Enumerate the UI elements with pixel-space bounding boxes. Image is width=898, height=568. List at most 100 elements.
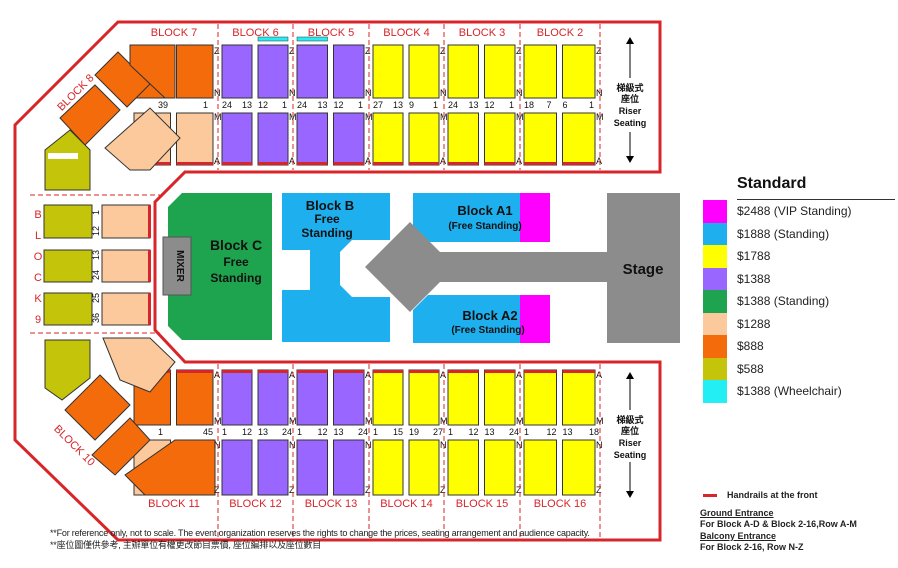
- block-11-corner-section[interactable]: [124, 439, 216, 496]
- seat-block-5[interactable]: [296, 36, 365, 166]
- seat-section[interactable]: [523, 439, 557, 496]
- seat-section[interactable]: [484, 439, 516, 496]
- riser-zh2: 座位: [620, 93, 639, 104]
- block-9-label-letter: K: [34, 293, 42, 305]
- block-9-section[interactable]: [43, 204, 93, 239]
- handrail: [448, 370, 479, 373]
- block-c[interactable]: Block C Free Standing: [168, 193, 272, 340]
- seat-section[interactable]: [408, 44, 440, 99]
- row-letter: A: [365, 156, 371, 166]
- seat-block-4[interactable]: [372, 44, 440, 166]
- seat-section[interactable]: [176, 369, 214, 426]
- block-8-section[interactable]: [44, 129, 91, 191]
- row-letter: A: [596, 156, 602, 166]
- seat-section[interactable]: [562, 44, 596, 99]
- block-10-section[interactable]: [44, 339, 91, 401]
- seat-section[interactable]: [408, 439, 440, 496]
- block-9-section[interactable]: [101, 204, 151, 239]
- seat-section[interactable]: [296, 439, 328, 496]
- price-legend: Standard $2488 (VIP Standing)$1888 (Stan…: [700, 175, 895, 403]
- seat-section[interactable]: [372, 369, 404, 426]
- seat-section[interactable]: [257, 369, 289, 426]
- block-a2[interactable]: Block A2 (Free Standing): [413, 295, 550, 343]
- seat-number: 24: [448, 100, 458, 110]
- seat-section[interactable]: [296, 369, 328, 426]
- seat-section[interactable]: [447, 112, 479, 166]
- seat-section[interactable]: [408, 112, 440, 166]
- seat-section[interactable]: [408, 369, 440, 426]
- seat-block-3[interactable]: [447, 44, 516, 166]
- seat-section[interactable]: [372, 439, 404, 496]
- seat-section[interactable]: [562, 439, 596, 496]
- row-letter: N: [440, 440, 447, 450]
- seat-number: 1: [448, 427, 453, 437]
- seat-section[interactable]: [447, 439, 479, 496]
- seat-section[interactable]: [372, 112, 404, 166]
- seat-section[interactable]: [296, 44, 328, 99]
- wheelchair-area[interactable]: [257, 36, 289, 42]
- seat-block-12[interactable]: [221, 369, 289, 496]
- seat-section[interactable]: [221, 44, 253, 99]
- seat-section[interactable]: [523, 369, 557, 426]
- row-letter: A: [214, 370, 220, 380]
- seat-section[interactable]: [447, 369, 479, 426]
- row-letter: N: [596, 440, 603, 450]
- block-8-section[interactable]: [104, 107, 181, 171]
- block-9-section[interactable]: [101, 292, 151, 326]
- seat-section[interactable]: [562, 369, 596, 426]
- row-letter: A: [289, 370, 295, 380]
- block-9-section[interactable]: [43, 249, 93, 283]
- block-a1[interactable]: Block A1 (Free Standing): [413, 193, 550, 242]
- seat-section[interactable]: [296, 112, 328, 166]
- seat-block-15[interactable]: [447, 369, 516, 496]
- row-letter: Z: [596, 485, 602, 495]
- seat-section[interactable]: [333, 439, 365, 496]
- block-10-section[interactable]: [64, 374, 131, 441]
- row-letter: Z: [214, 46, 220, 56]
- seat-section[interactable]: [484, 44, 516, 99]
- seat-block-6[interactable]: [221, 36, 289, 166]
- seat-section[interactable]: [372, 44, 404, 99]
- seat-section[interactable]: [562, 112, 596, 166]
- seat-section[interactable]: [257, 112, 289, 166]
- seat-block-labels: BLOCK 141151927AMNZ: [373, 370, 448, 510]
- seat-section[interactable]: [523, 44, 557, 99]
- seat-section[interactable]: [484, 369, 516, 426]
- seat-block-13[interactable]: [296, 369, 365, 496]
- disclaimer-en: **For reference only, not to scale. The …: [50, 528, 590, 538]
- seat-section[interactable]: [333, 369, 365, 426]
- seat-block-2[interactable]: [523, 44, 596, 166]
- handrail: [524, 370, 557, 373]
- seat-section[interactable]: [447, 44, 479, 99]
- seat-section[interactable]: [221, 112, 253, 166]
- seat-section[interactable]: [257, 439, 289, 496]
- row-letter: N: [440, 88, 447, 98]
- block-b[interactable]: Block B Free Standing: [282, 193, 390, 342]
- legend-title: Standard: [737, 175, 895, 200]
- row-letter: A: [214, 156, 220, 166]
- block-label: BLOCK 14: [380, 498, 433, 510]
- block-10-section[interactable]: [91, 417, 151, 476]
- seat-section[interactable]: [221, 369, 253, 426]
- wheelchair-area[interactable]: [296, 36, 328, 42]
- block-9-section[interactable]: [101, 249, 151, 283]
- seat-block-14[interactable]: [372, 369, 440, 496]
- seat-section[interactable]: [176, 112, 214, 166]
- seat-block-16[interactable]: [523, 369, 596, 496]
- block-10-section[interactable]: [102, 337, 176, 393]
- seat-section[interactable]: [176, 44, 214, 99]
- block-7-corner-section[interactable]: [129, 44, 176, 99]
- seat-number: 24: [509, 427, 519, 437]
- block-9-section[interactable]: [43, 292, 93, 326]
- seat-section[interactable]: [333, 112, 365, 166]
- seat-section[interactable]: [523, 112, 557, 166]
- seat-number: 36: [91, 313, 101, 323]
- seat-section[interactable]: [333, 44, 365, 99]
- seat-section[interactable]: [484, 112, 516, 166]
- seat-section[interactable]: [221, 439, 253, 496]
- row-letter: N: [214, 88, 221, 98]
- block-c-sub1: Free: [223, 255, 249, 269]
- seat-section[interactable]: [257, 44, 289, 99]
- seat-number: 12: [242, 427, 252, 437]
